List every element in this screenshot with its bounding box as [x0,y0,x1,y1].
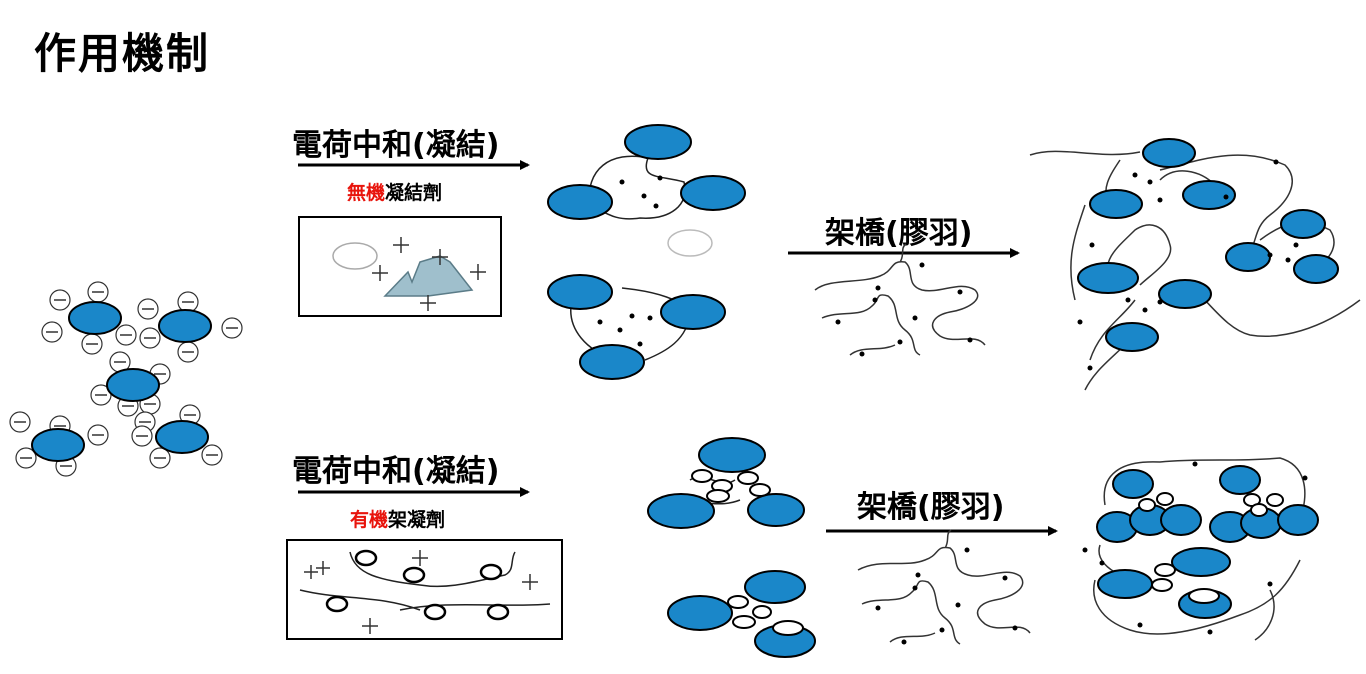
slide-title: 作用機制 [34,29,211,78]
inorganic-coagulant-box [298,216,502,317]
top-agent-rest: 凝結劑 [385,182,443,204]
top-polymer-chains [814,243,986,357]
bottom-agent-rest: 架凝劑 [388,509,446,531]
top-coagulated-flocs [547,124,746,380]
bottom-step2-label: 架橋(膠羽) [857,490,1005,525]
colloid-particle [68,301,122,335]
bottom-agent-highlight: 有機 [350,509,389,531]
bottom-large-floc [1082,457,1319,641]
bottom-step1-label: 電荷中和(凝結) [292,454,500,489]
colloid-particle [31,428,85,462]
organic-flocculant-box [286,539,563,640]
bottom-agent-label: 有機架凝劑 [350,505,445,532]
top-step2-label: 架橋(膠羽) [825,216,973,251]
bottom-polymer-chains [857,529,1031,645]
colloid-particle [155,420,209,454]
top-step1-label: 電荷中和(凝結) [292,128,500,163]
top-agent-highlight: 無機 [347,182,386,204]
colloid-particle [158,309,212,343]
dispersed-particles [9,281,243,477]
bottom-coagulated-flocs [647,437,816,658]
colloid-particle [106,368,160,402]
top-large-floc [1029,138,1361,391]
top-agent-label: 無機凝結劑 [347,178,442,205]
